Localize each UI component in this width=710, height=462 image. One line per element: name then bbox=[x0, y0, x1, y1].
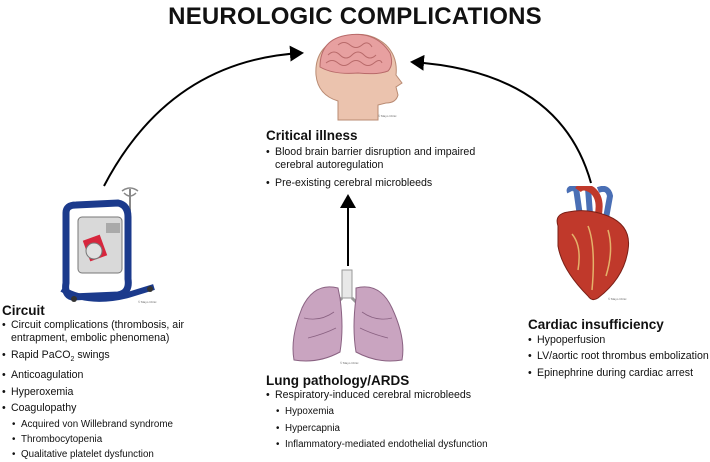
circuit-list: Circuit complications (thrombosis, air e… bbox=[2, 319, 212, 462]
list-item: Pre-existing cerebral microbleeds bbox=[266, 177, 486, 191]
cardiac-heading: Cardiac insufficiency bbox=[528, 317, 664, 332]
list-item: Respiratory-induced cerebral microbleeds bbox=[266, 389, 526, 403]
list-item: Hypoperfusion bbox=[528, 334, 710, 348]
paco2-subscript: 2 bbox=[70, 355, 75, 363]
arrow-heart-to-brain bbox=[410, 54, 592, 184]
circuit-heading: Circuit bbox=[2, 303, 45, 318]
svg-text:© Mayo Clinic: © Mayo Clinic bbox=[378, 114, 397, 118]
list-item: Inflammatory-mediated endothelial dysfun… bbox=[266, 438, 526, 452]
heart-illustration: © Mayo Clinic bbox=[548, 186, 638, 304]
lung-list: Respiratory-induced cerebral microbleeds… bbox=[266, 389, 526, 452]
ecmo-machine-illustration: © Mayo Clinic bbox=[58, 183, 170, 307]
list-item: Circuit complications (thrombosis, air e… bbox=[2, 319, 212, 346]
cardiac-list: Hypoperfusion LV/aortic root thrombus em… bbox=[528, 334, 710, 381]
list-item: Rapid PaCO2 swings bbox=[2, 349, 212, 367]
list-item: Acquired von Willebrand syndrome bbox=[2, 418, 212, 432]
list-item: Coagulopathy bbox=[2, 402, 212, 416]
list-item: Hypercapnia bbox=[266, 422, 526, 436]
page-title: NEUROLOGIC COMPLICATIONS bbox=[168, 3, 542, 30]
svg-text:© Mayo Clinic: © Mayo Clinic bbox=[608, 297, 627, 301]
list-item: Epinephrine during cardiac arrest bbox=[528, 367, 710, 381]
list-item: LV/aortic root thrombus embolization bbox=[528, 350, 710, 364]
list-item: Hypoxemia bbox=[266, 405, 526, 419]
list-item: Hyperoxemia bbox=[2, 386, 212, 400]
critical-illness-heading: Critical illness bbox=[266, 128, 358, 143]
list-item: Thrombocytopenia bbox=[2, 433, 212, 447]
lungs-illustration: © Mayo Clinic bbox=[284, 268, 412, 366]
brain-head-illustration: © Mayo Clinic bbox=[298, 25, 412, 121]
svg-text:© Mayo Clinic: © Mayo Clinic bbox=[138, 300, 157, 304]
list-item: Blood brain barrier disruption and impai… bbox=[266, 146, 486, 173]
lung-heading: Lung pathology/ARDS bbox=[266, 373, 410, 388]
critical-illness-list: Blood brain barrier disruption and impai… bbox=[266, 146, 486, 191]
connector-arrows bbox=[103, 45, 592, 266]
paco2-label: Rapid PaCO bbox=[11, 348, 71, 361]
svg-text:© Mayo Clinic: © Mayo Clinic bbox=[340, 361, 359, 365]
paco2-suffix: swings bbox=[74, 348, 110, 361]
list-item: Anticoagulation bbox=[2, 369, 212, 383]
arrow-circuit-to-brain bbox=[103, 45, 304, 187]
list-item: Qualitative platelet dysfunction bbox=[2, 448, 212, 462]
